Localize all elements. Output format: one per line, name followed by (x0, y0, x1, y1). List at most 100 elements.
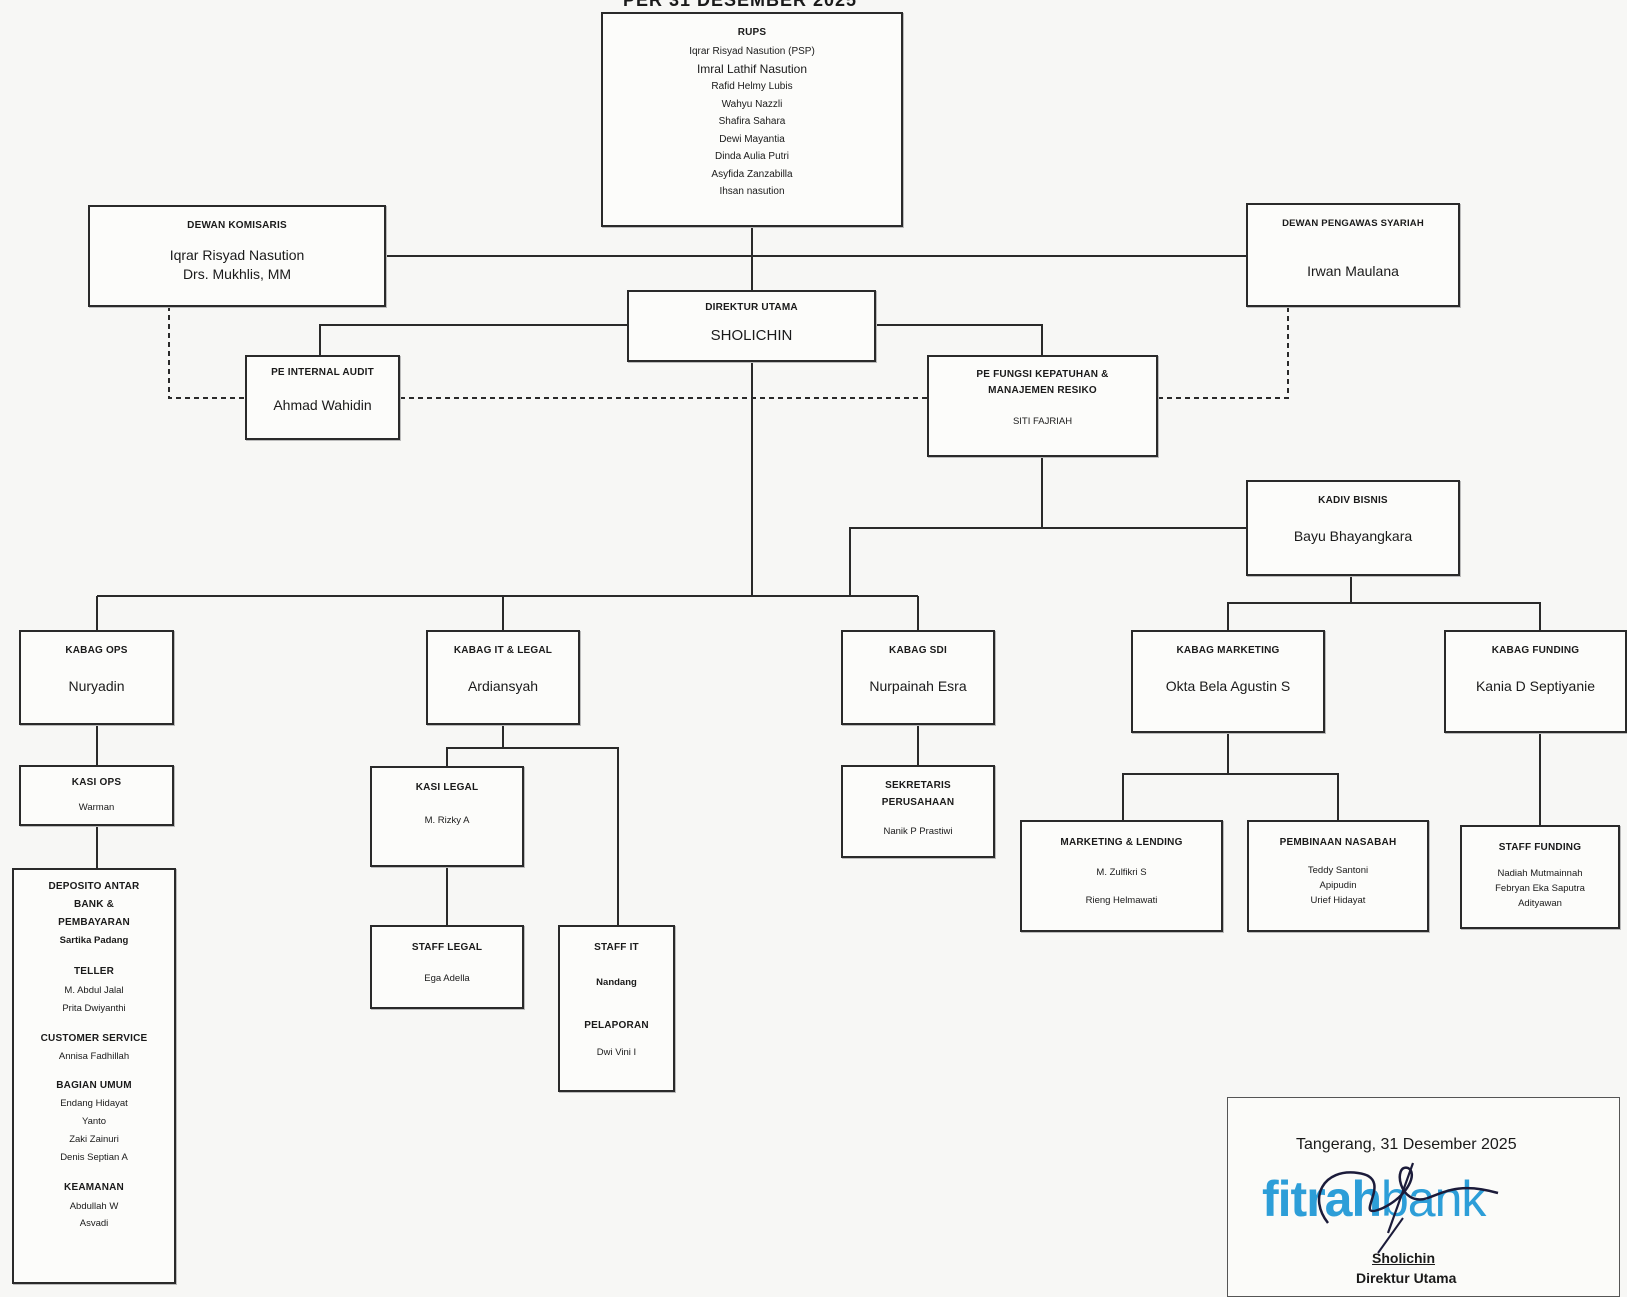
teller-name: M. Abdul Jalal (64, 985, 124, 996)
pembinaan-nasabah-title: PEMBINAAN NASABAH (1279, 837, 1397, 848)
internal-audit-title: PE INTERNAL AUDIT (271, 367, 374, 378)
rups-member: Dewi Mayantia (719, 133, 785, 145)
kabag-ops-name: Nuryadin (68, 678, 125, 694)
kabag-marketing-name: Okta Bela Agustin S (1165, 678, 1291, 694)
kasi-legal-box: KASI LEGAL M. Rizky A (370, 766, 524, 867)
keamanan-title: KEAMANAN (64, 1182, 124, 1193)
sekretaris-title-1: SEKRETARIS (885, 780, 951, 791)
handwritten-signature (1317, 1162, 1499, 1254)
staff-legal-box: STAFF LEGAL Ega Adella (370, 925, 524, 1009)
dewan-pengawas-title: DEWAN PENGAWAS SYARIAH (1282, 218, 1424, 229)
chart-header: PER 31 DESEMBER 2025 (622, 0, 858, 10)
kabag-ops-title: KABAG OPS (65, 645, 128, 656)
rups-member: Asyfida Zanzabilla (711, 168, 793, 180)
umum-name: Zaki Zainuri (69, 1134, 119, 1145)
dewan-pengawas-name: Irwan Maulana (1307, 263, 1399, 279)
kadiv-bisnis-box: KADIV BISNIS Bayu Bhayangkara (1246, 480, 1460, 576)
kasi-legal-title: KASI LEGAL (415, 782, 479, 793)
direktur-utama-title: DIREKTUR UTAMA (705, 302, 798, 313)
pembinaan-nasabah-name: Apipudin (1319, 880, 1357, 891)
kabag-it-legal-name: Ardiansyah (467, 678, 539, 694)
staff-funding-name: Nadiah Mutmainnah (1497, 868, 1583, 879)
kabag-it-legal-box: KABAG IT & LEGAL Ardiansyah (426, 630, 580, 725)
staff-it-name: Nandang (596, 977, 637, 988)
dewan-komisaris-title: DEWAN KOMISARIS (187, 220, 287, 231)
rups-box: RUPS Iqrar Risyad Nasution (PSP) Imral L… (601, 12, 903, 227)
pelaporan-title: PELAPORAN (584, 1020, 649, 1031)
komisaris-name: Iqrar Risyad Nasution (169, 247, 305, 263)
kepatuhan-title-2: MANAJEMEN RESIKO (988, 385, 1097, 396)
rups-member: Imral Lathif Nasution (696, 61, 808, 76)
marketing-lending-title: MARKETING & LENDING (1060, 837, 1183, 848)
rups-title: RUPS (737, 27, 767, 38)
marketing-lending-name: Rieng Helmawati (1085, 895, 1158, 906)
rups-member: Wahyu Nazzli (721, 98, 783, 110)
pembinaan-nasabah-name: Urief Hidayat (1310, 895, 1366, 906)
kabag-funding-name: Kania D Septiyanie (1475, 678, 1596, 694)
kadiv-bisnis-title: KADIV BISNIS (1318, 495, 1388, 506)
pelaporan-name: Dwi Vini I (596, 1047, 637, 1058)
cs-name: Annisa Fadhillah (58, 1051, 130, 1062)
staff-funding-title: STAFF FUNDING (1498, 842, 1582, 853)
rups-member: Rafid Helmy Lubis (711, 81, 793, 92)
umum-title: BAGIAN UMUM (56, 1080, 132, 1091)
pembinaan-nasabah-name: Teddy Santoni (1307, 865, 1369, 876)
kabag-funding-box: KABAG FUNDING Kania D Septiyanie (1444, 630, 1627, 733)
rups-member: Dinda Aulia Putri (715, 151, 789, 162)
logo-text-fitrah: fitrah (1262, 1171, 1382, 1227)
direktur-utama-box: DIREKTUR UTAMA SHOLICHIN (627, 290, 876, 362)
marketing-lending-box: MARKETING & LENDING M. Zulfikri S Rieng … (1020, 820, 1223, 932)
signature-block: Tangerang, 31 Desember 2025 fitrahbank S… (1227, 1097, 1620, 1297)
dewan-komisaris-box: DEWAN KOMISARIS Iqrar Risyad Nasution Dr… (88, 205, 386, 307)
kabag-sdi-name: Nurpainah Esra (869, 678, 967, 694)
umum-name: Denis Septian A (60, 1152, 128, 1163)
teller-title: TELLER (73, 966, 115, 977)
rups-member: Ihsan nasution (719, 186, 785, 197)
kepatuhan-name: SITI FAJRIAH (1012, 416, 1073, 427)
deposito-title: PEMBAYARAN (58, 917, 130, 928)
staff-legal-title: STAFF LEGAL (411, 942, 483, 953)
signer-name: Sholichin (1372, 1250, 1435, 1266)
kasi-ops-box: KASI OPS Warman (19, 765, 174, 826)
cs-title: CUSTOMER SERVICE (40, 1033, 148, 1044)
komisaris-name: Drs. Mukhlis, MM (182, 266, 292, 282)
umum-name: Yanto (81, 1116, 107, 1127)
staff-legal-name: Ega Adella (424, 973, 470, 984)
deposito-title: BANK & (73, 899, 115, 910)
keamanan-name: Asvadi (79, 1218, 109, 1229)
signer-position: Direktur Utama (1356, 1270, 1457, 1286)
kabag-marketing-box: KABAG MARKETING Okta Bela Agustin S (1131, 630, 1325, 733)
keamanan-name: Abdullah W (69, 1201, 119, 1212)
staff-funding-name: Febryan Eka Saputra (1495, 883, 1585, 894)
kasi-ops-title: KASI OPS (71, 777, 122, 788)
dewan-pengawas-box: DEWAN PENGAWAS SYARIAH Irwan Maulana (1246, 203, 1460, 307)
umum-name: Endang Hidayat (60, 1098, 128, 1109)
kepatuhan-box: PE FUNGSI KEPATUHAN & MANAJEMEN RESIKO S… (927, 355, 1158, 457)
staff-it-box: STAFF IT Nandang PELAPORAN Dwi Vini I (558, 925, 675, 1092)
internal-audit-name: Ahmad Wahidin (273, 397, 372, 413)
kabag-funding-title: KABAG FUNDING (1491, 645, 1580, 656)
staff-funding-name: Adityawan (1518, 898, 1562, 909)
kepatuhan-title-1: PE FUNGSI KEPATUHAN & (976, 369, 1109, 380)
rups-member: Iqrar Risyad Nasution (PSP) (689, 46, 815, 57)
staff-funding-box: STAFF FUNDING Nadiah Mutmainnah Febryan … (1460, 825, 1620, 929)
sekretaris-name: Nanik P Prastiwi (883, 826, 953, 837)
staff-it-title: STAFF IT (594, 942, 639, 953)
kabag-ops-box: KABAG OPS Nuryadin (19, 630, 174, 725)
kasi-ops-name: Warman (78, 802, 115, 813)
rups-member: Shafira Sahara (718, 116, 786, 127)
kasi-legal-name: M. Rizky A (424, 815, 470, 826)
teller-name: Prita Dwiyanthi (62, 1003, 126, 1014)
deposito-title: DEPOSITO ANTAR (48, 881, 140, 892)
pembinaan-nasabah-box: PEMBINAAN NASABAH Teddy Santoni Apipudin… (1247, 820, 1429, 932)
ops-detail-box: DEPOSITO ANTAR BANK & PEMBAYARAN Sartika… (12, 868, 176, 1284)
kabag-marketing-title: KABAG MARKETING (1176, 645, 1280, 656)
kabag-it-legal-title: KABAG IT & LEGAL (453, 645, 553, 656)
sekretaris-box: SEKRETARIS PERUSAHAAN Nanik P Prastiwi (841, 765, 995, 858)
kadiv-bisnis-name: Bayu Bhayangkara (1293, 528, 1413, 544)
internal-audit-box: PE INTERNAL AUDIT Ahmad Wahidin (245, 355, 400, 440)
direktur-utama-name: SHOLICHIN (710, 327, 793, 344)
signature-place-date: Tangerang, 31 Desember 2025 (1296, 1136, 1517, 1153)
kabag-sdi-box: KABAG SDI Nurpainah Esra (841, 630, 995, 725)
